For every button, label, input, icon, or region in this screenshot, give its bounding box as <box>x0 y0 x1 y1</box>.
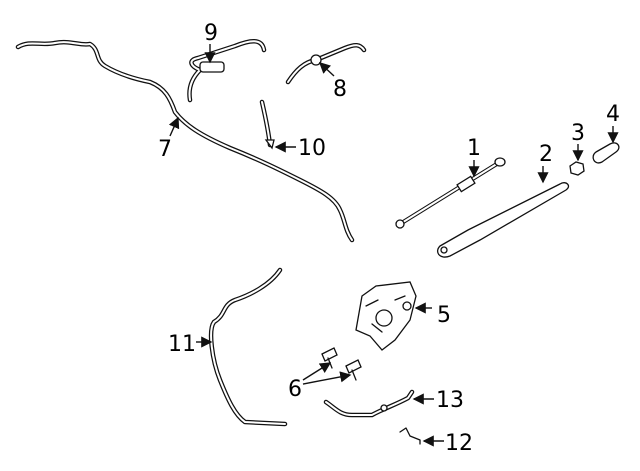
callout-7: 7 <box>158 137 172 162</box>
part-3-nut[interactable] <box>569 161 585 176</box>
part-2-wiper-arm[interactable] <box>436 182 570 258</box>
part-8-connector[interactable] <box>285 43 367 85</box>
part-10-hose[interactable] <box>259 99 275 150</box>
callout-4: 4 <box>606 102 620 127</box>
part-7-washer-hose[interactable] <box>15 39 355 243</box>
callout-6: 6 <box>288 377 302 402</box>
part-13-hose[interactable] <box>323 389 415 418</box>
callout-9: 9 <box>204 21 218 46</box>
callout-1: 1 <box>467 136 481 161</box>
callout-8: 8 <box>333 77 347 102</box>
leader-lines <box>168 44 619 447</box>
callout-12: 12 <box>445 431 473 456</box>
part-5-wiper-motor[interactable] <box>355 281 417 351</box>
part-1-wiper-rod[interactable] <box>395 157 506 229</box>
callout-10: 10 <box>298 136 326 161</box>
part-6-grommets[interactable] <box>321 347 362 381</box>
callout-2: 2 <box>539 142 553 167</box>
part-11-rear-hose[interactable] <box>208 267 288 427</box>
callout-5: 5 <box>437 303 451 328</box>
callout-11: 11 <box>168 332 196 357</box>
part-12-bracket[interactable] <box>399 427 421 445</box>
callout-3: 3 <box>571 121 585 146</box>
part-4-cap[interactable] <box>592 142 620 164</box>
callout-13: 13 <box>436 388 464 413</box>
part-9-hose-clip[interactable] <box>187 39 267 103</box>
